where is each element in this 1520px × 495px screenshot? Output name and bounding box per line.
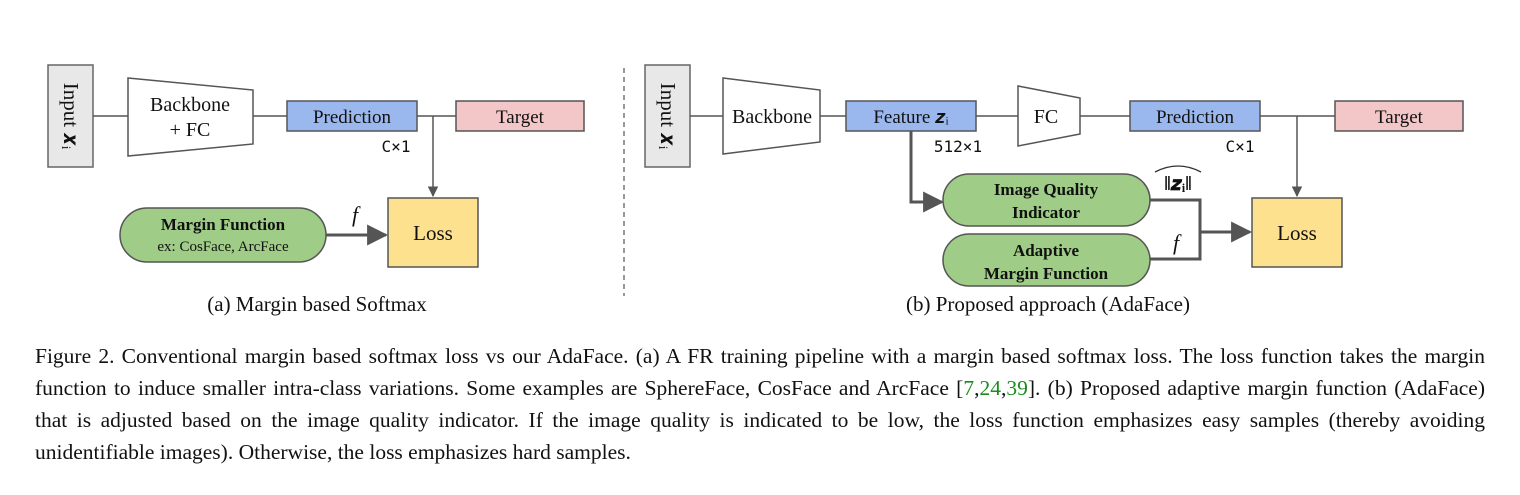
prediction-label-a: Prediction — [313, 107, 392, 128]
loss-box-a — [387, 197, 479, 268]
feature-dim-b: 512×1 — [934, 137, 982, 156]
citation-sep-1: , — [974, 376, 980, 400]
figure-diagram: Input 𝒙ᵢ Backbone + FC Prediction C×1 Ta… — [47, 64, 1464, 316]
arrow-amf-to-loss-b — [1150, 221, 1253, 261]
target-box-a — [455, 100, 585, 132]
citation-sep-2: , — [1000, 376, 1007, 400]
input-label-a: Input 𝒙ᵢ — [59, 83, 83, 150]
iqi-to-amf-connector — [1150, 198, 1202, 232]
citation-24[interactable]: 24 — [979, 376, 1001, 400]
fc-trapezoid-b — [1017, 85, 1081, 147]
f-label-b: f — [1173, 230, 1182, 255]
subcaption-b: (b) Proposed approach (AdaFace) — [906, 292, 1190, 316]
citation-39[interactable]: 39 — [1006, 376, 1028, 400]
loss-label-b: Loss — [1277, 221, 1317, 245]
loss-box-b — [1251, 197, 1343, 268]
feature-label-b: Feature 𝒛ᵢ — [873, 107, 948, 128]
citation-7[interactable]: 7 — [963, 376, 975, 400]
fc-label-b: FC — [1034, 106, 1058, 128]
norm-hat — [1154, 165, 1202, 173]
f-label-a: f — [352, 202, 361, 227]
panel-a: Input 𝒙ᵢ Backbone + FC Prediction C×1 Ta… — [47, 64, 585, 316]
subcaption-a: (a) Margin based Softmax — [207, 292, 427, 316]
backbone-fc-label-a: + FC — [170, 119, 211, 141]
loss-label-a: Loss — [413, 221, 453, 245]
backbone-label-a: Backbone — [150, 94, 230, 116]
amf-line1-b: Adaptive — [1013, 241, 1080, 260]
backbone-label-b: Backbone — [732, 106, 812, 128]
prediction-dim-a: C×1 — [382, 137, 411, 156]
backbone-fc-trapezoid-a — [127, 77, 254, 157]
target-label-a: Target — [496, 107, 545, 128]
target-label-b: Target — [1375, 107, 1424, 128]
input-label-b: Input 𝒙ᵢ — [656, 83, 680, 150]
prediction-label-b: Prediction — [1156, 107, 1235, 128]
amf-line2-b: Margin Function — [984, 264, 1109, 283]
backbone-trapezoid-b — [722, 77, 821, 155]
input-box-b — [644, 64, 691, 168]
target-box-b — [1334, 100, 1464, 132]
arrow-feature-to-iqi — [909, 131, 945, 213]
feature-box-b — [845, 100, 977, 132]
margin-function-title-a: Margin Function — [161, 215, 286, 234]
iqi-line2-b: Indicator — [1012, 203, 1080, 222]
iqi-line1-b: Image Quality — [994, 180, 1099, 199]
prediction-dim-b: C×1 — [1226, 137, 1255, 156]
input-box-a — [47, 64, 94, 168]
caption-text-part2: ]. (b) Proposed adaptive margin function… — [35, 376, 1485, 464]
panel-b: Input 𝒙ᵢ Backbone Feature 𝒛ᵢ 512×1 FC Pr… — [644, 64, 1464, 316]
norm-label-b: ‖𝒛ᵢ‖ — [1164, 173, 1192, 195]
caption-text-part1: Figure 2. Conventional margin based soft… — [35, 344, 1485, 400]
figure-caption: Figure 2. Conventional margin based soft… — [35, 340, 1485, 468]
margin-function-sub-a: ex: CosFace, ArcFace — [157, 239, 289, 255]
